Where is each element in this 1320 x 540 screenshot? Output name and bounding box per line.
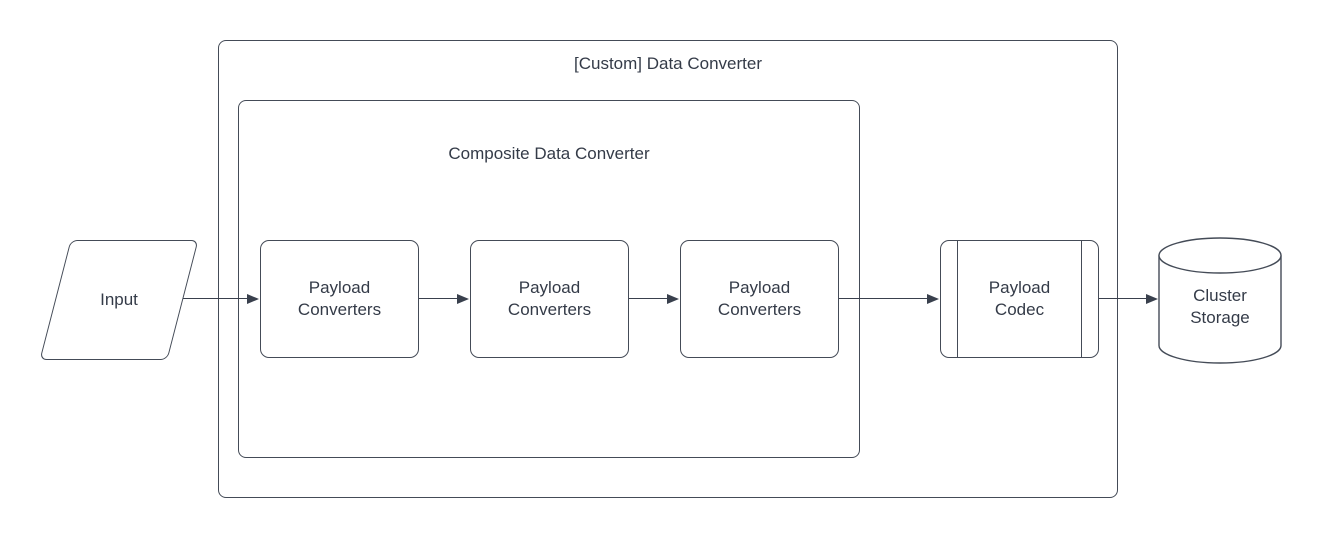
arrow-input-to-converter1: [183, 293, 259, 305]
node-payload-converters-1: Payload Converters: [260, 240, 419, 358]
node-cluster-storage: Cluster Storage: [1158, 237, 1282, 364]
node-payload-converters-2-label: Payload Converters: [507, 278, 592, 319]
arrow-line: [1099, 298, 1148, 299]
arrow-line: [419, 298, 459, 299]
node-cluster-storage-label: Cluster Storage: [1190, 285, 1250, 327]
codec-left-bar: [957, 241, 958, 357]
node-payload-converters-3-label: Payload Converters: [717, 278, 802, 319]
arrow-converter3-to-codec: [839, 293, 939, 305]
group-composite-data-converter-title: Composite Data Converter: [448, 144, 650, 163]
node-payload-converters-1-label: Payload Converters: [297, 278, 382, 319]
node-payload-codec: Payload Codec: [940, 240, 1099, 358]
arrowhead-icon: [927, 294, 939, 304]
group-composite-data-converter: Composite Data Converter: [238, 100, 860, 458]
node-payload-codec-label: Payload Codec: [988, 278, 1051, 319]
arrow-converter2-to-converter3: [629, 293, 679, 305]
node-input-label: Input: [100, 290, 138, 309]
group-custom-data-converter-title: [Custom] Data Converter: [573, 54, 762, 73]
node-input: Input: [39, 240, 199, 360]
codec-right-bar: [1081, 241, 1082, 357]
arrowhead-icon: [247, 294, 259, 304]
arrowhead-icon: [1146, 294, 1158, 304]
arrowhead-icon: [457, 294, 469, 304]
arrow-converter1-to-converter2: [419, 293, 469, 305]
arrow-line: [629, 298, 669, 299]
arrow-codec-to-storage: [1099, 293, 1158, 305]
cylinder-shape: [1158, 237, 1282, 364]
arrow-line: [183, 298, 249, 299]
group-custom-data-converter: [Custom] Data Converter: [218, 40, 1118, 498]
arrow-line: [839, 298, 929, 299]
arrowhead-icon: [667, 294, 679, 304]
node-payload-converters-3: Payload Converters: [680, 240, 839, 358]
node-payload-converters-2: Payload Converters: [470, 240, 629, 358]
